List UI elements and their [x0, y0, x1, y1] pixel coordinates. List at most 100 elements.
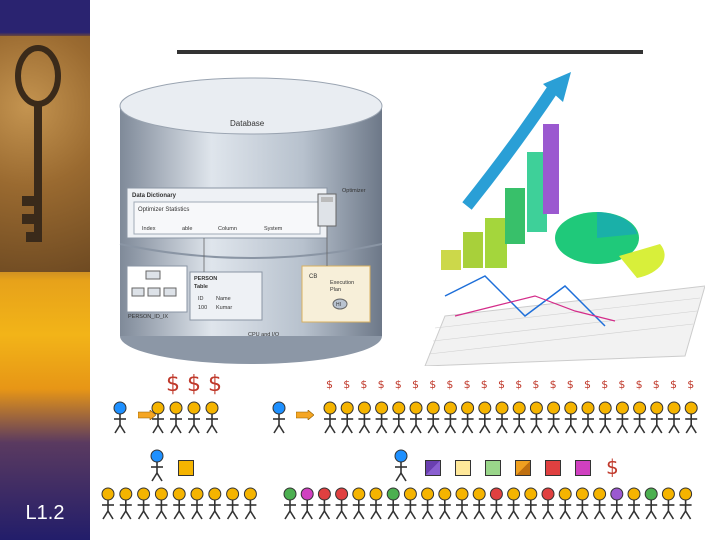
magenta-item-box-icon [575, 460, 591, 476]
person-icon [633, 401, 647, 434]
person-icon [684, 401, 698, 434]
antique-key-icon [0, 36, 90, 272]
optimizer-statistics-label: Optimizer Statistics [138, 207, 189, 213]
person-icon [529, 401, 543, 434]
item-cost-dollar: $ [429, 378, 437, 391]
bar-and-pie-chart-image [424, 72, 705, 366]
item-cost-dollar: $ [515, 378, 523, 391]
person-icon [627, 487, 641, 520]
person-icon [208, 487, 222, 520]
person-icon [352, 487, 366, 520]
item-cost-dollar: $ [343, 378, 351, 391]
person-icon [650, 401, 664, 434]
person-icon [426, 401, 440, 434]
person-icon [272, 401, 286, 434]
person-icon [403, 487, 417, 520]
arrow-icon [137, 407, 157, 421]
item-cost-dollar: $ [584, 378, 591, 391]
stats-table: able [182, 226, 192, 232]
person-icon [547, 401, 561, 434]
arrow-icon [295, 407, 315, 421]
person-icon [300, 487, 314, 520]
red-item-box-icon [545, 460, 561, 476]
item-cost-dollar: $ [377, 378, 385, 391]
person-col-id: ID [198, 296, 204, 302]
person-icon [317, 487, 331, 520]
purple-item-box-icon [425, 460, 441, 476]
person-icon [187, 401, 201, 434]
index-label: PERSON_ID_IX [128, 314, 168, 320]
item-cost-dollar: $ [549, 378, 557, 391]
person-icon [101, 487, 115, 520]
person-icon [394, 449, 408, 482]
item-cost-dollar: $ [412, 378, 419, 391]
person-icon [512, 401, 526, 434]
optimizer-label: Optimizer [342, 188, 366, 194]
item-cost-dollar: $ [687, 378, 695, 391]
person-icon [409, 401, 423, 434]
database-diagram: Database Data Dictionary Optimizer Stati… [119, 77, 383, 364]
stats-system: System [264, 226, 283, 232]
person-icon [593, 487, 607, 520]
person-icon [644, 487, 658, 520]
slide-number: L1.2 [25, 502, 65, 524]
person-icon [558, 487, 572, 520]
person-icon [119, 487, 133, 520]
person-icon [679, 487, 693, 520]
person-icon [169, 401, 183, 434]
stats-column: Column [218, 226, 237, 232]
item-cost-dollar: $ [618, 378, 626, 391]
hi-label: HI [336, 302, 341, 308]
person-icon [581, 401, 595, 434]
item-cost-dollar: $ [498, 378, 505, 391]
person-icon [172, 487, 186, 520]
person-table-title: PERSON [194, 276, 217, 282]
person-icon [438, 487, 452, 520]
person-icon [495, 401, 509, 434]
execution-plan-label: Execution [330, 280, 354, 286]
data-dictionary-label: Data Dictionary [132, 193, 177, 199]
person-icon [610, 487, 624, 520]
left-sidebar: L1.2 [0, 0, 90, 540]
person-icon [564, 401, 578, 434]
item-cost-dollar: $ [394, 378, 402, 391]
stats-index: Index [142, 226, 156, 232]
orange-item-box-icon [515, 460, 531, 476]
person-table-subtitle: Table [194, 284, 208, 290]
person-icon [461, 401, 475, 434]
person-icon [113, 401, 127, 434]
person-icon [507, 487, 521, 520]
person-icon [357, 401, 371, 434]
item-cost-dollar: $ [360, 378, 368, 391]
database-label: Database [230, 119, 265, 128]
execution-plan-label-2: Plan [330, 287, 341, 293]
item-cost-dollar: $ [463, 378, 471, 391]
single-join-cost: $ $ $ [166, 372, 222, 397]
combined-cost: $ [606, 455, 619, 479]
person-icon [243, 487, 257, 520]
person-icon [340, 401, 354, 434]
cpu-io-label: CPU and I/O [248, 332, 280, 338]
person-icon [421, 487, 435, 520]
person-icon [541, 487, 555, 520]
single-item-box-icon [178, 460, 194, 476]
person-icon [283, 487, 297, 520]
person-row-name: Kumar [216, 305, 232, 311]
item-cost-dollar: $ [326, 378, 333, 391]
item-cost-dollar: $ [480, 378, 488, 391]
person-icon [375, 401, 389, 434]
person-col-name: Name [216, 296, 231, 302]
title-underline [177, 50, 643, 54]
person-icon [667, 401, 681, 434]
person-icon [598, 401, 612, 434]
person-icon [575, 487, 589, 520]
person-icon [489, 487, 503, 520]
person-icon [661, 487, 675, 520]
person-icon [323, 401, 337, 434]
person-icon [455, 487, 469, 520]
person-icon [478, 401, 492, 434]
item-cost-dollar: $ [532, 378, 540, 391]
item-cost-dollar: $ [670, 378, 677, 391]
person-icon [335, 487, 349, 520]
person-row-id: 100 [198, 305, 207, 311]
